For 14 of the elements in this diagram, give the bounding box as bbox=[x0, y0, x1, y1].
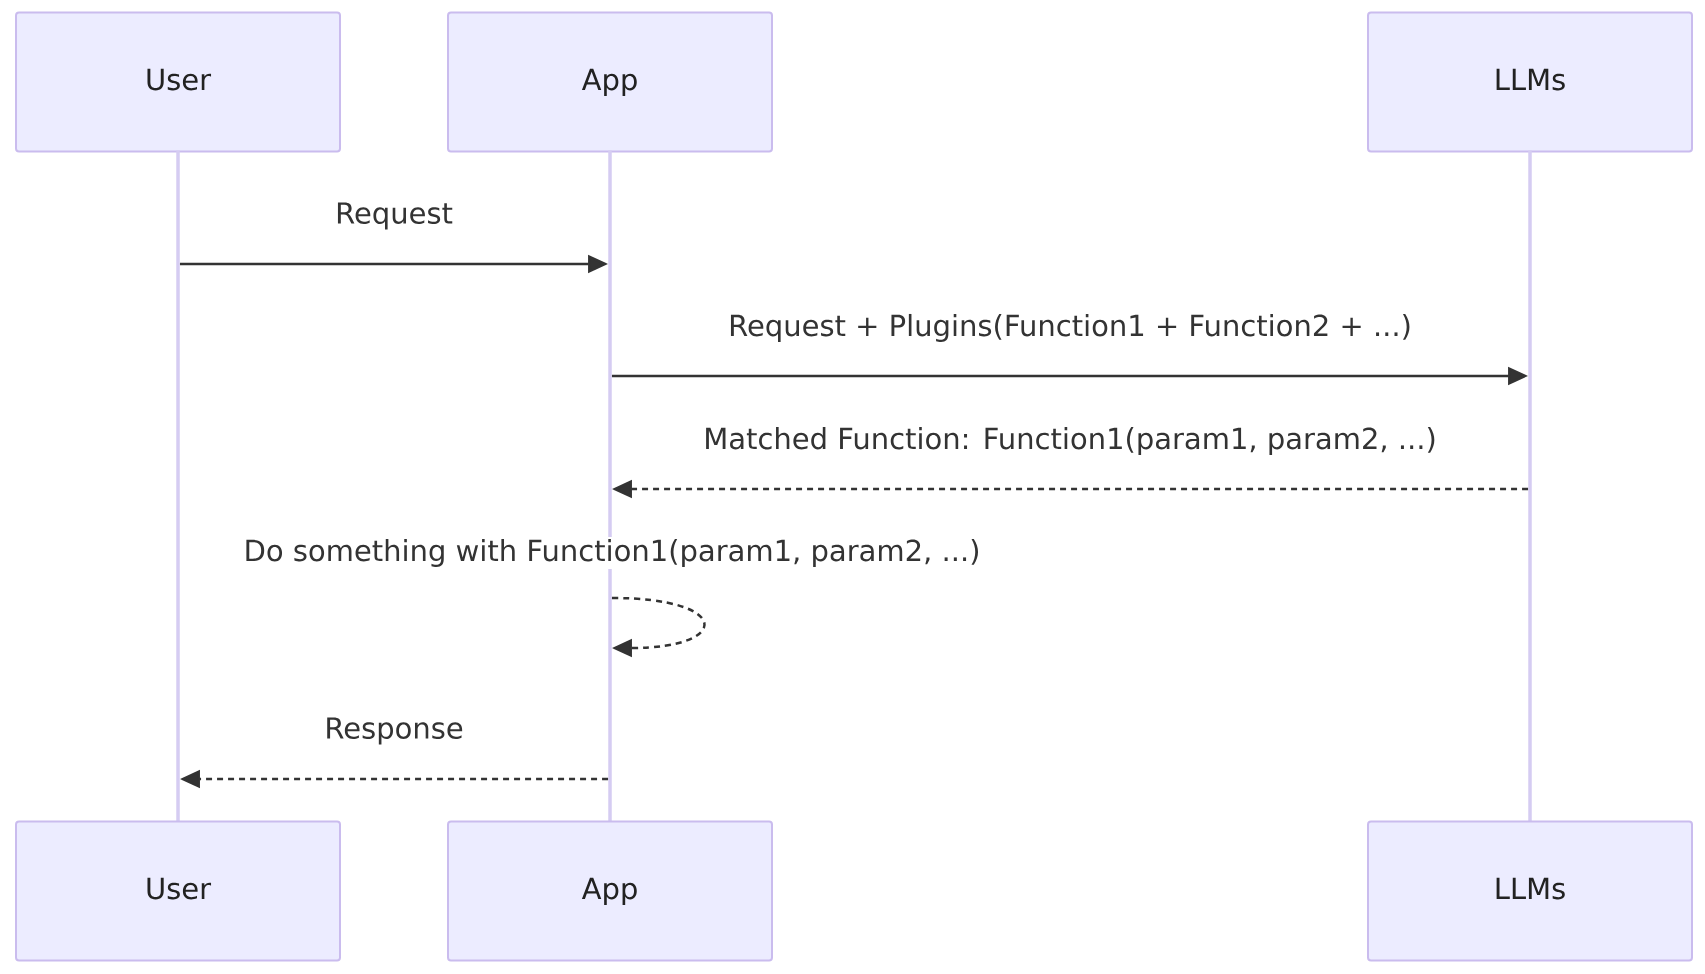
message-label: Request bbox=[333, 200, 455, 232]
participant-box: LLMs bbox=[1367, 11, 1693, 153]
message-label: Request + Plugins(Function1 + Function2 + ...) bbox=[726, 311, 1414, 345]
self-message-arrow bbox=[611, 596, 706, 658]
participant-box: User bbox=[15, 11, 341, 153]
lifeline bbox=[176, 150, 180, 822]
lifeline bbox=[1528, 150, 1532, 822]
message-label: Response bbox=[322, 715, 466, 747]
message-label: Do something with Function1(param1, param2, ...) bbox=[241, 536, 983, 570]
participant-box: App bbox=[447, 11, 773, 153]
participant-box: User bbox=[15, 820, 341, 962]
participant-box: App bbox=[447, 820, 773, 962]
participant-box: LLMs bbox=[1367, 820, 1693, 962]
message-label: Matched Function: Function1(param1, param2, ...) bbox=[701, 424, 1439, 458]
